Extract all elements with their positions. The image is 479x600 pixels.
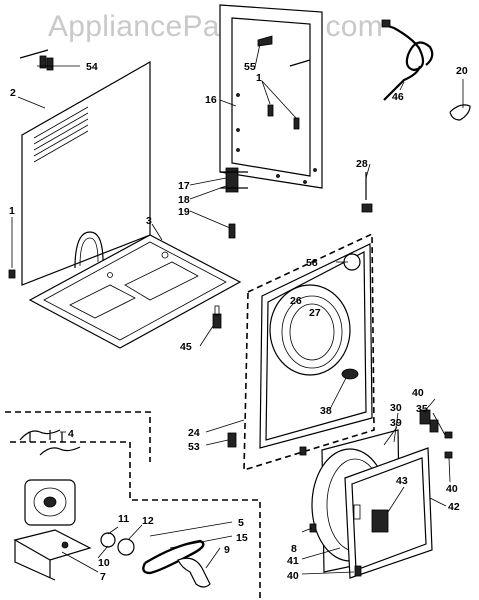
callout-45: 45 — [180, 341, 192, 353]
leader-lines — [11, 43, 464, 575]
callout-43: 43 — [396, 475, 408, 487]
switch-53 — [227, 432, 237, 448]
callouts: 54 2 1 3 45 55 1 16 17 18 19 46 20 28 58… — [9, 61, 468, 583]
callout-4: 4 — [68, 428, 74, 440]
watermark: AppliancePartsPros.com — [48, 10, 384, 43]
callout-24: 24 — [188, 427, 200, 439]
callout-19: 19 — [178, 206, 190, 218]
callout-26: 26 — [290, 295, 302, 307]
strain-relief — [449, 104, 471, 121]
callout-35: 35 — [416, 403, 428, 415]
door-assembly — [311, 409, 439, 579]
callout-10: 10 — [98, 557, 110, 569]
hinge-screws — [299, 431, 453, 577]
front-panel — [243, 232, 375, 472]
callout-11: 11 — [118, 513, 129, 525]
callout-17: 17 — [178, 180, 190, 192]
callout-7: 7 — [100, 571, 106, 583]
callout-41: 41 — [287, 555, 299, 567]
callout-40-right: 40 — [446, 483, 458, 495]
callout-1-top: 1 — [256, 72, 262, 84]
callout-40-bottom: 40 — [287, 570, 299, 582]
top-frame — [219, 4, 323, 189]
callout-30: 30 — [390, 402, 402, 414]
callout-28: 28 — [356, 158, 368, 170]
callout-1: 1 — [9, 205, 15, 217]
callout-54: 54 — [86, 61, 98, 73]
power-cord — [381, 19, 434, 101]
callout-5: 5 — [238, 517, 244, 529]
callout-2: 2 — [10, 87, 16, 99]
callout-15: 15 — [236, 532, 248, 544]
callout-8: 8 — [291, 543, 297, 555]
screw-1-left — [8, 269, 16, 279]
clip-28 — [361, 172, 373, 213]
callout-40-top: 40 — [412, 387, 424, 399]
callout-53: 53 — [188, 441, 200, 453]
callout-9: 9 — [224, 544, 230, 556]
base-panel — [28, 234, 242, 349]
callout-55: 55 — [244, 61, 256, 73]
callout-20: 20 — [456, 65, 468, 77]
leveling-leg — [212, 305, 222, 329]
motor-assembly — [5, 411, 261, 598]
screw-54 — [19, 49, 54, 71]
callout-3: 3 — [146, 215, 152, 227]
callout-27: 27 — [309, 307, 321, 319]
callout-46: 46 — [392, 91, 404, 103]
callout-38: 38 — [320, 405, 332, 417]
callout-18: 18 — [178, 194, 190, 206]
callout-42: 42 — [448, 501, 460, 513]
callout-12: 12 — [142, 515, 154, 527]
callout-16: 16 — [205, 94, 217, 106]
door-switch — [220, 167, 248, 239]
callout-58: 58 — [306, 257, 318, 269]
callout-39: 39 — [390, 417, 402, 429]
